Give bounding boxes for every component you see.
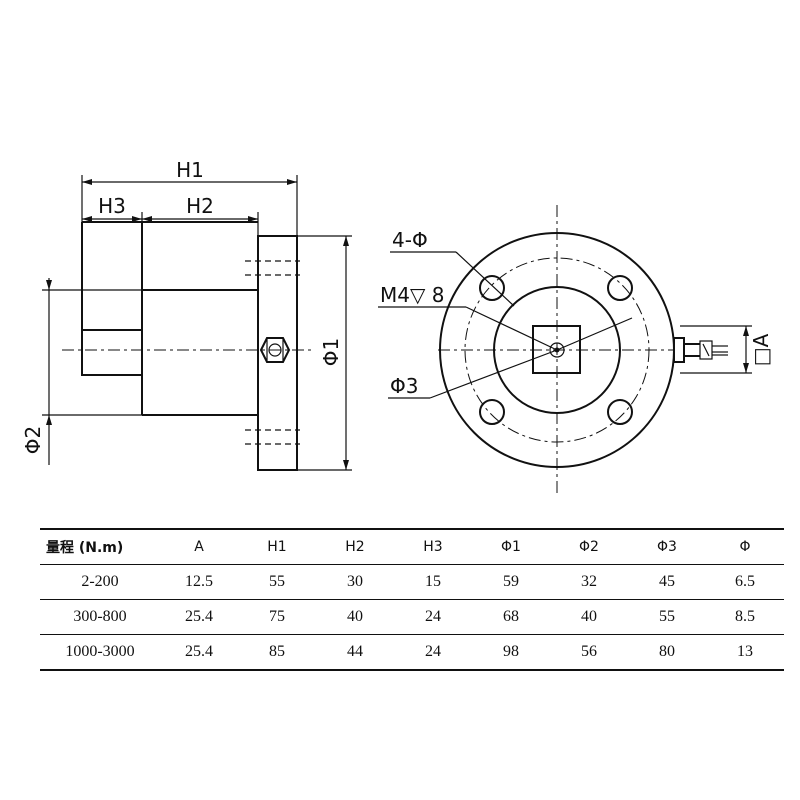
cell-h3: 24	[425, 608, 441, 625]
header-h2: H2	[345, 539, 365, 555]
side-view: H1 H3 H2	[21, 158, 352, 471]
header-h1: H1	[267, 539, 287, 555]
dim-h2-label: H2	[186, 194, 214, 218]
dim-phi1-label: Φ1	[319, 338, 343, 366]
cell-a: 25.4	[185, 608, 213, 625]
cell-phi2: 32	[581, 573, 597, 590]
header-range: 量程 (N.m)	[46, 540, 124, 556]
front-view: □A 4-Φ M4▽ 8 Φ3	[378, 205, 773, 495]
cell-phi2: 40	[581, 608, 597, 625]
dim-phi2-label: Φ2	[21, 426, 45, 454]
cell-phi3: 80	[659, 643, 675, 660]
technical-drawing: H1 H3 H2	[21, 158, 773, 495]
cell-h1: 85	[269, 643, 285, 660]
cell-phi1: 98	[503, 643, 519, 660]
cell-h1: 75	[269, 608, 285, 625]
cell-h2: 44	[347, 643, 363, 660]
cell-phi2: 56	[581, 643, 597, 660]
cell-a: 12.5	[185, 573, 213, 590]
holes-label: 4-Φ	[392, 228, 428, 252]
cell-phi: 13	[737, 643, 753, 660]
cell-h1: 55	[269, 573, 285, 590]
cell-phi3: 55	[659, 608, 675, 625]
cell-phi3: 45	[659, 573, 675, 590]
header-phi: Φ	[739, 539, 751, 555]
phi3-label: Φ3	[390, 374, 418, 398]
table-row: 2-200 12.5 55 30 15 59 32 45 6.5	[40, 565, 784, 600]
cell-h3: 15	[425, 573, 441, 590]
dim-square-a-label: □A	[749, 333, 773, 366]
table-header-row: 量程 (N.m) A H1 H2 H3 Φ1 Φ2 Φ3 Φ	[40, 529, 784, 565]
dim-h3-label: H3	[98, 194, 126, 218]
header-phi2: Φ2	[579, 539, 599, 555]
table-row: 300-800 25.4 75 40 24 68 40 55 8.5	[40, 600, 784, 635]
cell-phi1: 59	[503, 573, 519, 590]
header-a: A	[194, 539, 204, 555]
cell-range: 300-800	[73, 608, 127, 625]
cell-phi: 6.5	[735, 573, 755, 590]
cell-h2: 40	[347, 608, 363, 625]
cell-range: 2-200	[81, 573, 119, 590]
cell-phi1: 68	[503, 608, 519, 625]
cell-phi: 8.5	[735, 608, 755, 625]
header-phi1: Φ1	[501, 539, 521, 555]
cell-a: 25.4	[185, 643, 213, 660]
spec-table: 量程 (N.m) A H1 H2 H3 Φ1 Φ2 Φ3 Φ 2-200 12.…	[40, 528, 784, 671]
header-h3: H3	[423, 539, 443, 555]
dim-h1-label: H1	[176, 158, 204, 182]
table-row: 1000-3000 25.4 85 44 24 98 56 80 13	[40, 635, 784, 670]
cell-h3: 24	[425, 643, 441, 660]
cell-h2: 30	[347, 573, 363, 590]
cell-range: 1000-3000	[65, 643, 135, 660]
header-phi3: Φ3	[657, 539, 677, 555]
thread-label: M4▽ 8	[380, 283, 444, 307]
